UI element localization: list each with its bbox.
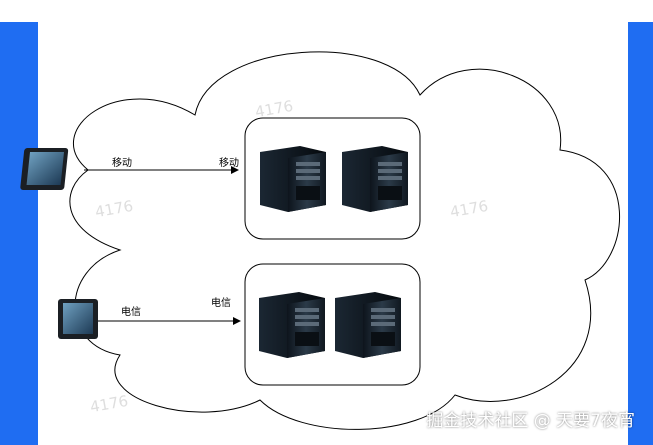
tablet-icon — [20, 148, 69, 190]
edge-label-top-left: 移动 — [112, 158, 132, 169]
edge-label-bottom-right: 电信 — [211, 298, 231, 309]
server-icon — [335, 292, 401, 358]
cloud-shape — [69, 51, 620, 430]
server-icon — [260, 146, 326, 212]
frame-right-border — [628, 22, 653, 445]
tablet-icon — [58, 299, 98, 339]
frame-left-border — [0, 22, 38, 445]
server-icon — [342, 146, 408, 212]
edge-label-bottom-left: 电信 — [121, 307, 141, 318]
server-icon — [259, 292, 325, 358]
source-watermark: 掘金技术社区 @ 天要7夜宵 — [426, 411, 635, 431]
edge-label-top-right: 移动 — [219, 158, 239, 169]
